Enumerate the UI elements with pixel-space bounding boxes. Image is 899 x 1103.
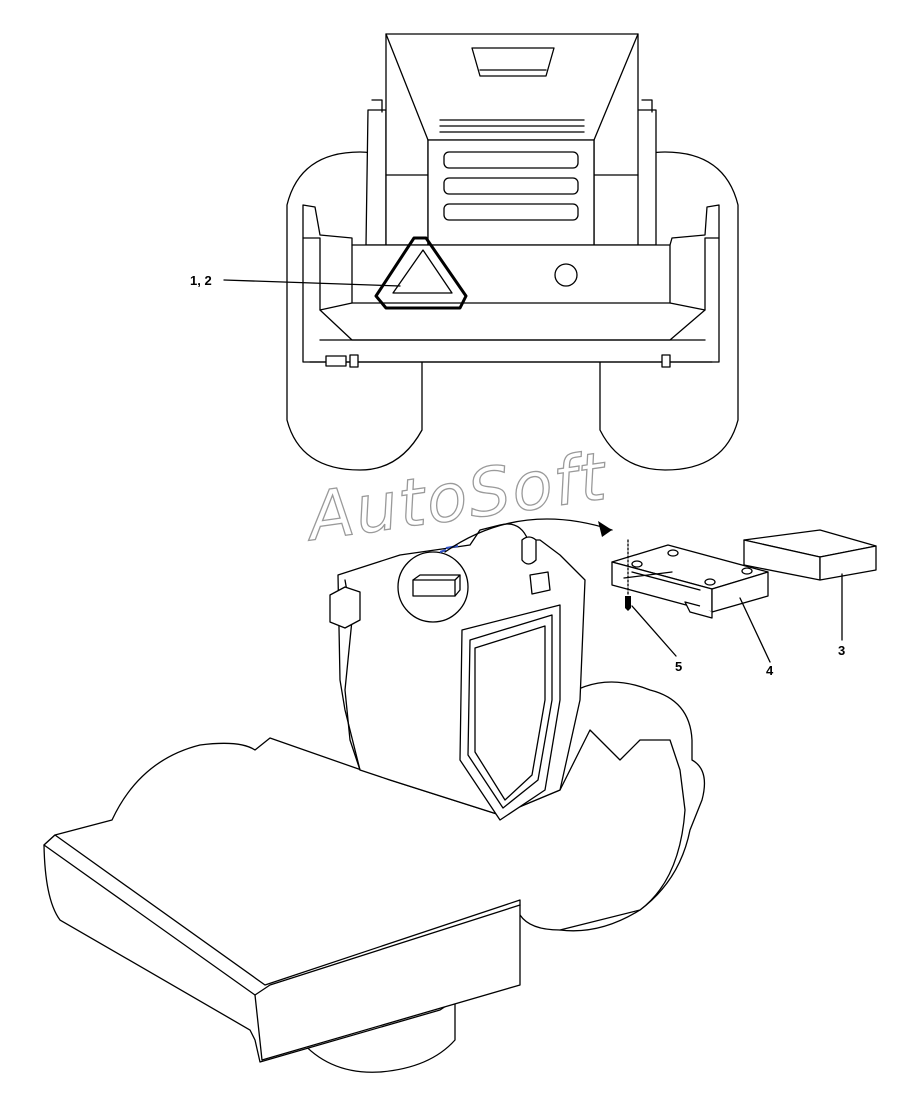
vent-slot-1: [443, 151, 579, 169]
machine-body: [43, 729, 686, 1063]
vent-slot-3: [443, 203, 579, 221]
smv-triangle-outer: [374, 236, 468, 310]
vent-slot-2: [443, 177, 579, 195]
machine-rear-view: [286, 33, 739, 471]
detail-arrow: [444, 518, 613, 553]
rear-frame: [302, 204, 720, 363]
callout-3: 3: [838, 643, 845, 658]
front-blade: [43, 834, 521, 1061]
callout-4: 4: [766, 663, 774, 678]
part-4-bracket: [611, 544, 769, 619]
part-3-box: [743, 529, 877, 581]
callout-5: 5: [675, 659, 682, 674]
cab-left-pillar: [365, 109, 387, 246]
callout-1-2: 1, 2: [190, 273, 212, 288]
cab-right-pillar: [635, 109, 657, 246]
roof-vent: [471, 47, 555, 77]
detail-arrow-head: [598, 521, 612, 537]
bracket-location: [412, 579, 456, 597]
leader-line-5: [631, 605, 677, 657]
smv-triangle-inner: [392, 249, 453, 294]
leader-line-4: [739, 597, 771, 663]
part-5-screw: [625, 539, 631, 611]
leader-line-1-2: [223, 279, 401, 287]
mirror: [329, 586, 361, 629]
machine-iso-view: [43, 523, 706, 1073]
cab-door: [459, 604, 561, 821]
tow-hole: [554, 263, 578, 287]
